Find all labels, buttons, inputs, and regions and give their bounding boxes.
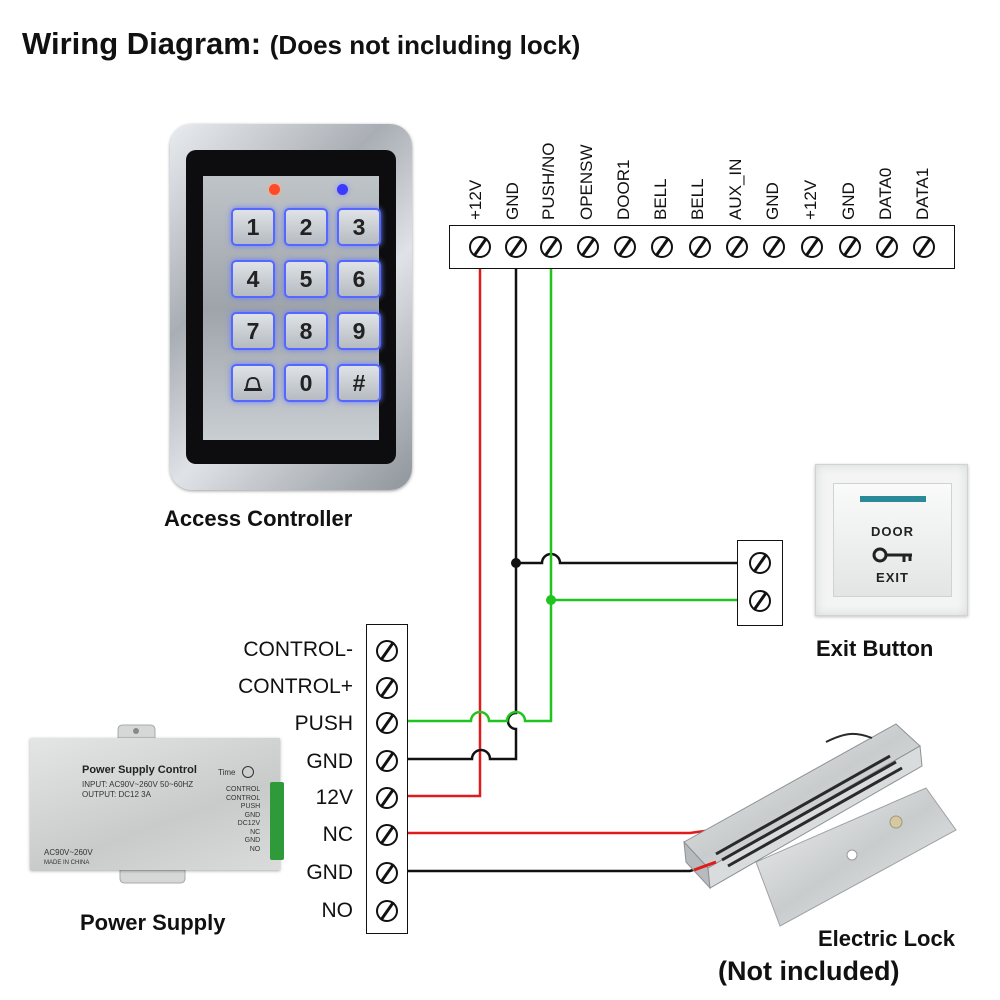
key-8[interactable]: 8	[284, 312, 328, 350]
terminal-label-bell-2: BELL	[688, 178, 707, 220]
psu-label-made: MADE IN CHINA	[44, 860, 90, 866]
access-controller-keypad: 1 2 3 4 5 6 7 8 9 0 #	[170, 124, 412, 490]
screw-terminal-push-no[interactable]	[540, 236, 562, 258]
junction-push	[546, 595, 556, 605]
screw-terminal-door1[interactable]	[614, 236, 636, 258]
psu-label-title: Power Supply Control	[82, 764, 197, 776]
screw-terminal-data1[interactable]	[913, 236, 935, 258]
exit-button-door-text: DOOR	[871, 524, 914, 539]
terminal-label-data0: DATA0	[876, 167, 895, 220]
psu-label-control-plus: CONTROL+	[238, 675, 353, 698]
electric-lock-caption: Electric Lock	[818, 926, 955, 951]
key-bell[interactable]	[231, 364, 275, 402]
key-4[interactable]: 4	[231, 260, 275, 298]
key-0[interactable]: 0	[284, 364, 328, 402]
exit-button-face[interactable]: DOOR EXIT	[833, 483, 952, 597]
psu-label-gnd: GND	[306, 750, 353, 773]
junction-gnd	[511, 558, 521, 568]
power-supply-caption: Power Supply	[80, 910, 226, 935]
screw-exit-2[interactable]	[749, 590, 771, 612]
terminal-label-gnd: GND	[503, 182, 522, 220]
terminal-label-bell: BELL	[651, 178, 670, 220]
key-hash[interactable]: #	[337, 364, 381, 402]
screw-psu-12v[interactable]	[376, 787, 398, 809]
terminal-label-push-no: PUSH/NO	[539, 142, 558, 220]
terminal-label-opensw: OPENSW	[577, 144, 596, 220]
bell-icon	[244, 377, 262, 391]
wire-gnd-lock	[390, 862, 713, 873]
terminal-label-gnd-2: GND	[763, 182, 782, 220]
psu-small-terminal-labels: CONTROL CONTROL PUSH GND DC12V NC GND NO	[226, 786, 261, 853]
terminal-label-aux-in: AUX_IN	[726, 158, 745, 220]
psu-label-nc: NC	[322, 823, 353, 846]
wire-nc-lock	[390, 828, 713, 835]
screw-terminal-bell[interactable]	[651, 236, 673, 258]
wire-push	[390, 246, 553, 723]
electric-lock-note: (Not included)	[718, 956, 900, 986]
screw-terminal-12v[interactable]	[469, 236, 491, 258]
terminal-label-data1: DATA1	[913, 167, 932, 220]
psu-label-gnd-2: GND	[306, 861, 353, 884]
screw-terminal-opensw[interactable]	[577, 236, 599, 258]
terminal-label-12v: +12V	[466, 179, 485, 220]
access-controller-caption: Access Controller	[164, 506, 353, 531]
terminal-label-door1: DOOR1	[614, 159, 633, 220]
psu-terminal-block	[366, 624, 408, 934]
status-led-blue	[337, 184, 348, 195]
wire-12v	[390, 246, 482, 798]
title-subtitle: (Does not including lock)	[269, 30, 581, 60]
diagram-title: Wiring Diagram: (Does not including lock…	[22, 26, 580, 62]
title-main: Wiring Diagram:	[22, 26, 262, 61]
exit-button-caption: Exit Button	[816, 636, 934, 661]
exit-button-stripe	[860, 496, 926, 502]
key-7[interactable]: 7	[231, 312, 275, 350]
key-1[interactable]: 1	[231, 208, 275, 246]
screw-psu-nc[interactable]	[376, 824, 398, 846]
psu-label-ac: AC90V~260V	[44, 848, 93, 857]
key-5[interactable]: 5	[284, 260, 328, 298]
psu-body: Power Supply Control INPUT: AC90V~260V 5…	[30, 738, 284, 870]
screw-psu-control-minus[interactable]	[376, 640, 398, 662]
key-9[interactable]: 9	[337, 312, 381, 350]
exit-button-exit-text: EXIT	[876, 570, 909, 585]
screw-terminal-12v-2[interactable]	[801, 236, 823, 258]
wire-gnd-to-psu	[390, 563, 518, 761]
psu-label-input: INPUT: AC90V~260V 50~60HZ	[82, 780, 194, 789]
exit-button-device[interactable]: DOOR EXIT	[815, 464, 968, 616]
electric-lock-device	[683, 723, 957, 927]
screw-terminal-data0[interactable]	[876, 236, 898, 258]
key-icon	[872, 547, 912, 563]
psu-label-control-minus: CONTROL-	[243, 638, 353, 661]
psu-label-push: PUSH	[294, 712, 353, 735]
psu-label-time: Time	[218, 768, 236, 777]
screw-psu-push[interactable]	[376, 712, 398, 734]
screw-terminal-aux-in[interactable]	[726, 236, 748, 258]
screw-terminal-bell-2[interactable]	[689, 236, 711, 258]
key-6[interactable]: 6	[337, 260, 381, 298]
terminal-label-12v-2: +12V	[801, 179, 820, 220]
screw-psu-control-plus[interactable]	[376, 677, 398, 699]
power-supply-device: Power Supply Control INPUT: AC90V~260V 5…	[30, 724, 284, 884]
psu-mounting-tabs	[117, 724, 186, 884]
psu-label-no: NO	[321, 899, 354, 922]
keypad-panel: 1 2 3 4 5 6 7 8 9 0 #	[203, 176, 381, 440]
psu-label-12v: 12V	[315, 786, 353, 809]
terminal-label-gnd-3: GND	[839, 182, 858, 220]
key-2[interactable]: 2	[284, 208, 328, 246]
screw-terminal-gnd-2[interactable]	[763, 236, 785, 258]
screw-exit-1[interactable]	[749, 552, 771, 574]
key-3[interactable]: 3	[337, 208, 381, 246]
time-dial-icon	[242, 766, 254, 778]
psu-green-connector	[270, 782, 284, 860]
screw-terminal-gnd-3[interactable]	[839, 236, 861, 258]
keypad-face: 1 2 3 4 5 6 7 8 9 0 #	[186, 150, 396, 464]
screw-terminal-gnd[interactable]	[505, 236, 527, 258]
screw-psu-gnd[interactable]	[376, 750, 398, 772]
status-led-red	[269, 184, 280, 195]
screw-psu-no[interactable]	[376, 900, 398, 922]
screw-psu-gnd-2[interactable]	[376, 862, 398, 884]
psu-label-output: OUTPUT: DC12 3A	[82, 790, 151, 799]
